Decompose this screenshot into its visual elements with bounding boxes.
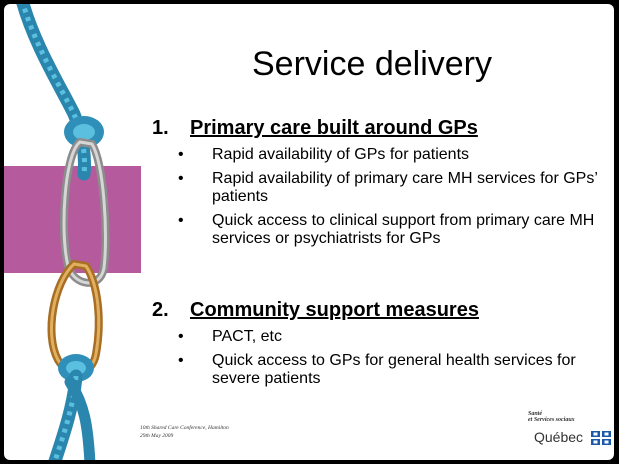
section-heading-2: 2. Community support measures [152, 298, 479, 322]
bullet-list-1: •Rapid availability of GPs for patients … [172, 146, 612, 254]
bullet-list-2: • PACT, etc • Quick access to GPs for gene… [172, 328, 612, 394]
bullet-glyph: • [178, 212, 184, 229]
bullet-text: PACT, etc [212, 328, 282, 345]
bullet-glyph: • [178, 146, 184, 163]
section-heading-text: Community support measures [190, 299, 479, 321]
quebec-flag-icon [591, 431, 611, 445]
bullet-item: • Quick access to GPs for general health … [172, 352, 612, 388]
bullet-item: • Rapid availability of primary care MH s… [172, 170, 612, 206]
logo-ministry: Santé et Services sociaux [528, 411, 575, 423]
footer-date: 29th May 2009 [140, 433, 174, 439]
footer-conference: 10th Shared Care Conference, Hamilton [140, 425, 229, 431]
quebec-logo: Santé et Services sociaux Québec [528, 411, 614, 451]
logo-name: Québec [534, 429, 584, 445]
bullet-text: Rapid availability of GPs for patients [212, 146, 470, 163]
section-heading-1: 1. Primary care built around GPs [152, 116, 478, 140]
bullet-item: • PACT, etc [172, 328, 612, 346]
bullet-glyph: • [178, 170, 184, 187]
footer-note: 10th Shared Care Conference, Hamilton 29… [140, 424, 229, 440]
slide-panel: Service delivery 1. Primary care built ar… [4, 4, 614, 460]
rope-carabiner-illustration [16, 4, 110, 460]
bullet-text: Quick access to clinical support from pr… [212, 212, 595, 247]
bullet-item: • Quick access to clinical support from p… [172, 212, 612, 248]
accent-block [4, 166, 141, 273]
bullet-text: Rapid availability of primary care MH se… [212, 170, 598, 205]
section-number: 1. [152, 117, 169, 139]
slide-title: Service delivery [252, 45, 492, 83]
logo-line-1: Santé [528, 411, 543, 417]
bullet-item: • Rapid availability of GPs for patients [172, 146, 612, 164]
section-number: 2. [152, 299, 169, 321]
section-heading-text: Primary care built around GPs [190, 117, 478, 139]
logo-line-2: et Services sociaux [528, 417, 575, 423]
bullet-glyph: • [178, 328, 184, 345]
bullet-text: Quick access to GPs for general health s… [212, 352, 576, 387]
bullet-glyph: • [178, 352, 184, 369]
